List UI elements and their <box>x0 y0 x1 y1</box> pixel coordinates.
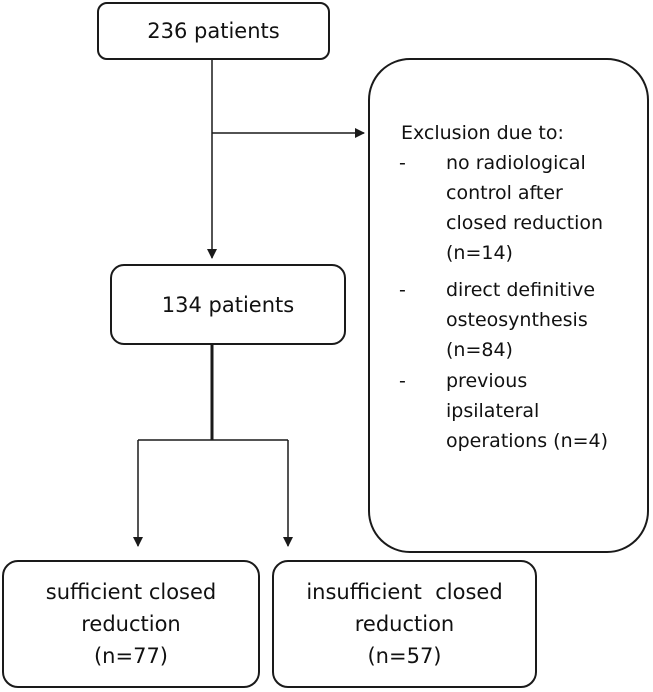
criterion-bullet: - <box>399 370 406 392</box>
sufficient-line: sufficient closed <box>45 580 217 604</box>
criterion-1-line: (n=14) <box>446 242 513 264</box>
criterion-2-line: (n=84) <box>446 339 513 361</box>
sufficient-line: (n=77) <box>93 644 168 668</box>
box-134-patients: 134 patients <box>110 264 346 345</box>
criterion-2-line: direct definitive <box>446 279 596 301</box>
criterion-1-line: control after <box>446 182 563 204</box>
sufficient-line: reduction <box>81 612 181 636</box>
criterion-bullet: - <box>399 279 406 301</box>
criterion-1-line: closed reduction <box>446 212 604 234</box>
insufficient-line: reduction <box>354 612 455 636</box>
criterion-1-line: no radiological <box>446 152 586 174</box>
box-sufficient-closed-reduction: sufficient closed reduction (n=77) <box>2 560 260 688</box>
box-insufficient-closed-reduction: insufficient closed reduction (n=57) <box>272 560 537 688</box>
insufficient-line: (n=57) <box>367 644 442 668</box>
criterion-3-line: operations (n=4) <box>446 430 609 452</box>
criterion-2-line: osteosynthesis <box>446 309 588 331</box>
box-236-patients-label: 236 patients <box>147 19 280 43</box>
box-236-patients: 236 patients <box>97 2 330 60</box>
criterion-bullet: - <box>399 152 406 174</box>
exclusion-box: Exclusion due to: - no radiological cont… <box>368 58 649 553</box>
exclusion-title: Exclusion due to: <box>401 122 564 144</box>
criterion-3-line: previous <box>446 370 528 392</box>
box-134-patients-label: 134 patients <box>161 292 295 317</box>
criterion-3-line: ipsilateral <box>446 400 540 422</box>
insufficient-line: insufficient closed <box>306 580 503 604</box>
